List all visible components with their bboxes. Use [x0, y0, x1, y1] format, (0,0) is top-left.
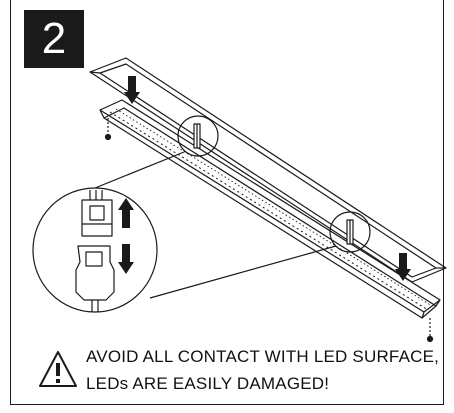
- panel-frame: [10, 0, 444, 405]
- light-fixture-housing: [99, 99, 441, 319]
- connector-focus-circle-right: [329, 211, 371, 253]
- connector-focus-circle-left: [177, 115, 219, 157]
- step-number: 2: [41, 14, 67, 63]
- upper-connector: [81, 190, 113, 237]
- safety-pin-right: [426, 318, 434, 343]
- warning-text-line-1: AVOID ALL CONTACT WITH LED SURFACE,: [86, 347, 440, 366]
- step-number-badge: 2: [24, 10, 84, 68]
- separate-up-arrow: [118, 198, 134, 228]
- warning-notice: AVOID ALL CONTACT WITH LED SURFACE, LEDs…: [38, 347, 440, 403]
- insert-arrow-left: [124, 76, 140, 104]
- safety-pin-left: [104, 118, 112, 141]
- insert-arrow-right: [395, 253, 411, 281]
- leader-line-bottom: [149, 245, 337, 299]
- separate-down-arrow: [118, 244, 134, 274]
- lower-connector: [75, 245, 115, 312]
- ceiling-recess-frame: [89, 57, 447, 283]
- leader-line-top: [94, 151, 185, 189]
- warning-text-line-2: LEDs ARE EASILY DAMAGED!: [86, 374, 330, 393]
- warning-triangle-icon: [39, 351, 77, 387]
- connector-detail-circle: [32, 187, 158, 313]
